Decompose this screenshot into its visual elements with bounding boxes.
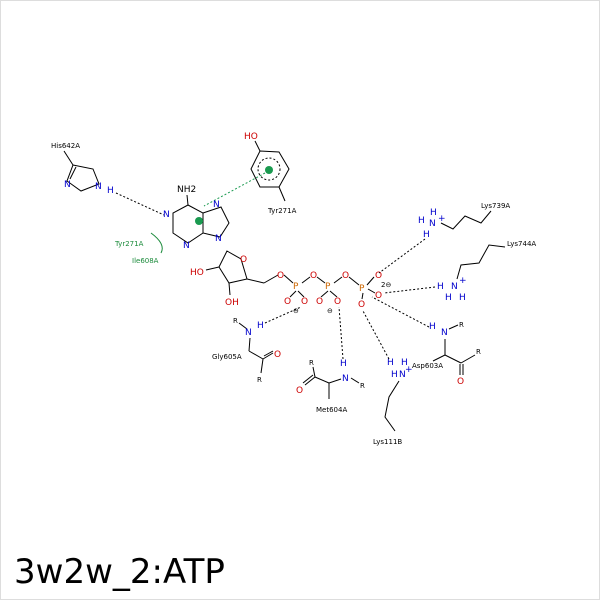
ribose-o: O [240, 255, 247, 265]
o5: O [277, 271, 284, 281]
met604-h: H [340, 359, 347, 369]
lys111-label: Lys111B [373, 438, 402, 446]
lys111-h1: H [387, 358, 394, 368]
gly605-n: N [245, 328, 252, 338]
page-title: 3w2w_2:ATP [14, 552, 225, 592]
ribose: O HO OH [190, 250, 279, 308]
tyr271-phenol-residue: HO Tyr271A [244, 132, 297, 215]
adenine-n3: N [183, 241, 190, 251]
met604-label: Met604A [316, 406, 347, 414]
asp603-h: H [429, 322, 436, 332]
adenine-n1: N [163, 210, 170, 220]
o-bg: O [342, 271, 349, 281]
pi-stacking-tyr271 [203, 172, 266, 207]
lys739-nz: N [429, 219, 436, 229]
triphosphate: O P O P O P O O O O ⊖ ⊖ O O O 2⊖ [277, 271, 391, 315]
hbond-gly605 [264, 306, 302, 324]
pa-o2: O [301, 297, 308, 307]
his-n2: N [95, 182, 102, 192]
pb-charge: ⊖ [327, 307, 333, 315]
asp603-label: Asp603A [412, 362, 443, 370]
asp603-r1: R [459, 321, 464, 329]
asp603-o: O [457, 377, 464, 387]
adenine-n9: N [215, 234, 222, 244]
ribose-oh2: OH [225, 298, 239, 308]
adenine-n7: N [213, 200, 220, 210]
lys744-h2: H [445, 293, 452, 303]
hbond-met604 [338, 306, 344, 360]
lys739-h2: H [418, 216, 425, 226]
ile608-label: Ile608A [132, 257, 159, 265]
asp603-n: N [441, 328, 448, 338]
o-ab: O [310, 271, 317, 281]
met604-r2: R [309, 359, 314, 367]
lys739-label: Lys739A [481, 202, 510, 210]
his-n1: N [64, 180, 71, 190]
lys739-h1: H [430, 208, 437, 218]
pb-o1: O [316, 297, 323, 307]
ribose-oh1: HO [190, 268, 204, 278]
his642-label: His642A [51, 142, 80, 150]
pa-charge: ⊖ [293, 307, 299, 315]
pg-o1: O [375, 271, 382, 281]
lys744-h3: H [459, 293, 466, 303]
p-alpha: P [293, 282, 299, 292]
tyr271-label: Tyr271A [267, 207, 297, 215]
his642-residue: His642A N N H [51, 142, 114, 196]
lys111-h3: H [391, 370, 398, 380]
pg-o3: O [358, 300, 365, 310]
gly605-label: Gly605A [212, 353, 242, 361]
tyr271-hydrophobic-label: Tyr271A [114, 240, 144, 248]
lys744-plus: + [459, 276, 467, 286]
lys739-residue: Lys739A N + H H H [418, 202, 510, 240]
his-h: H [107, 186, 114, 196]
tyr-oh: HO [244, 132, 258, 142]
pa-o1: O [284, 297, 291, 307]
gly605-h: H [257, 321, 264, 331]
lys744-h1: H [437, 282, 444, 292]
asp603-residue: H N R R O Asp603A [412, 321, 481, 387]
met604-o: O [296, 386, 303, 396]
gly605-r1: R [233, 317, 238, 325]
adenine: NH2 N N N N [163, 185, 230, 251]
lys111-h2: H [401, 358, 408, 368]
hbond-lys744 [383, 286, 436, 294]
lys744-nz: N [451, 282, 458, 292]
gly605-r2: R [257, 376, 262, 384]
pg-charge: 2⊖ [381, 281, 391, 289]
lys111-residue: H H H N + Lys111B [373, 358, 413, 446]
pg-o2: O [375, 291, 382, 301]
adenine-ring-centroid [195, 217, 203, 225]
adenine-nh2: NH2 [177, 185, 196, 195]
pb-o2: O [334, 297, 341, 307]
gly605-residue: R N H O R Gly605A [212, 317, 281, 384]
met604-r1: R [360, 382, 365, 390]
lys111-nz: N [399, 370, 406, 380]
hbond-lys739 [378, 238, 426, 274]
lys739-plus: + [438, 214, 446, 224]
hbond-asp603 [371, 296, 430, 328]
lys744-label: Lys744A [507, 240, 536, 248]
hbond-lys111 [362, 310, 390, 360]
met604-residue: H N R R O Met604A [296, 359, 365, 414]
met604-n: N [342, 374, 349, 384]
lys111-plus: + [405, 365, 413, 375]
tyr-ring-centroid [265, 166, 273, 174]
lys744-residue: Lys744A N + H H H [437, 240, 536, 303]
lys739-h3: H [423, 230, 430, 240]
asp603-r2: R [476, 348, 481, 356]
p-beta: P [325, 282, 331, 292]
hbond-his642 [115, 192, 165, 216]
p-gamma: P [359, 284, 365, 294]
hydrophobic-arc [150, 232, 163, 254]
gly605-o: O [274, 350, 281, 360]
